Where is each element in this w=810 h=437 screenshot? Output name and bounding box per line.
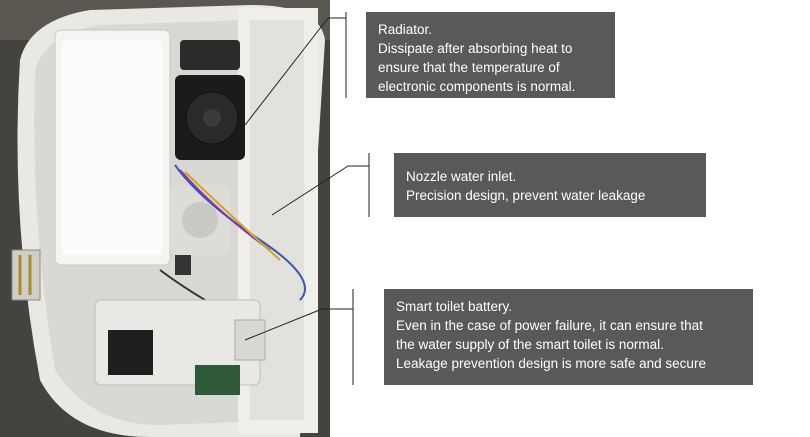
callout-radiator-text-1: Dissipate after absorbing heat to [378, 41, 573, 56]
callout-radiator: Radiator. Dissipate after absorbing heat… [366, 12, 615, 98]
callout-radiator-text-2: ensure that the temperature of [378, 60, 560, 75]
callout-battery-text-2: the water supply of the smart toilet is … [396, 337, 664, 352]
callout-nozzle-title: Nozzle water inlet. [406, 169, 517, 184]
callout-radiator-title: Radiator. [378, 22, 433, 37]
callout-nozzle-text-1: Precision design, prevent water leakage [406, 188, 646, 203]
callout-radiator-text-3: electronic components is normal. [378, 79, 576, 94]
callout-smart-toilet-battery: Smart toilet battery. Even in the case o… [384, 289, 753, 385]
callout-battery-title: Smart toilet battery. [396, 299, 513, 314]
toilet-internals-photo [0, 0, 330, 437]
callout-battery-text-3: Leakage prevention design is more safe a… [396, 356, 706, 371]
callout-nozzle-water-inlet: Nozzle water inlet. Precision design, pr… [394, 153, 706, 217]
toilet-internals-illustration [0, 0, 330, 437]
callout-battery-text-1: Even in the case of power failure, it ca… [396, 318, 703, 333]
